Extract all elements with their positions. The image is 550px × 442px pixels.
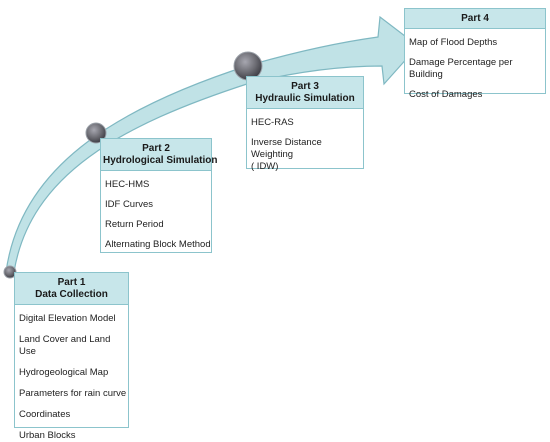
part-1-box: Part 1 Data Collection Digital Elevation… xyxy=(14,272,129,441)
part-1-title: Part 1 xyxy=(57,277,86,288)
part-3-header: Part 3 Hydraulic Simulation xyxy=(247,77,363,109)
part-3-item: Inverse Distance Weighting xyxy=(251,137,322,160)
part-3-item: ( IDW) xyxy=(251,161,279,172)
part-1-header: Part 1 Data Collection xyxy=(15,273,128,305)
part-1-item: Digital Elevation Model xyxy=(19,313,116,324)
part-1-item: Coordinates xyxy=(19,409,71,420)
part-4-title: Part 4 xyxy=(461,13,489,24)
part-3-item: HEC-RAS xyxy=(251,117,294,128)
part-2-item: Alternating Block Method xyxy=(105,239,211,250)
part-3-box: Part 3 Hydraulic Simulation HEC-RAS Inve… xyxy=(246,76,364,172)
part-1-item: Hydrogeological Map xyxy=(19,367,109,378)
part-1-item: Parameters for rain curve xyxy=(19,388,127,399)
part-1-item: Land Cover and Land Use xyxy=(19,334,111,357)
part-2-title: Part 2 xyxy=(142,143,170,154)
part-4-box: Part 4 Map of Flood Depths Damage Percen… xyxy=(404,8,546,100)
part-2-item: IDF Curves xyxy=(105,199,154,210)
part-4-item: Map of Flood Depths xyxy=(409,37,498,48)
part-3-subtitle: Hydraulic Simulation xyxy=(255,93,355,104)
part-2-item: Return Period xyxy=(105,219,164,230)
part-4-item: Damage Percentage per Building xyxy=(409,57,513,80)
part-2-subtitle: Hydrological Simulation xyxy=(103,155,218,166)
part-2-item: HEC-HMS xyxy=(105,179,150,190)
part-2-box: Part 2 Hydrological Simulation HEC-HMS I… xyxy=(100,138,218,253)
part-2-header: Part 2 Hydrological Simulation xyxy=(101,139,218,171)
part-1-subtitle: Data Collection xyxy=(35,289,108,300)
part-3-title: Part 3 xyxy=(291,81,319,92)
part-4-header: Part 4 xyxy=(405,9,545,29)
part-4-item: Cost of Damages xyxy=(409,89,483,100)
